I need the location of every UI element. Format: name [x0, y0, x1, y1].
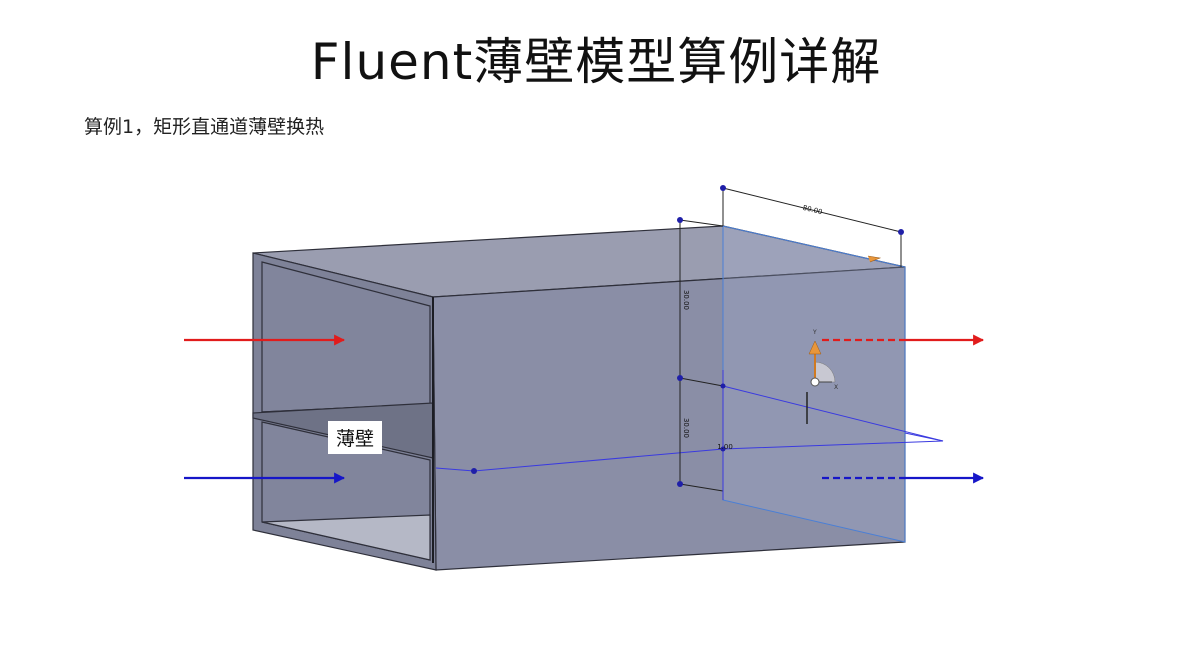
slide-title: Fluent薄壁模型算例详解 [310, 33, 882, 91]
flow-arrows [184, 334, 985, 484]
sketch-points [471, 185, 904, 487]
coordinate-triad: Y X [806, 255, 882, 424]
example-heading: 算例1，矩形直通道薄壁换热 [84, 116, 325, 138]
thin-wall-label: 薄壁 [328, 421, 383, 454]
axis-x-label: X [834, 384, 838, 391]
dimension-line-width [722, 187, 902, 233]
channel-lower-inner-floor [261, 514, 431, 561]
dimension-width-text: 80.00 [802, 204, 823, 217]
dimension-height-lower-text: 30.00 [682, 418, 690, 438]
dimension-thickness-text: 1.00 [717, 443, 733, 451]
axis-y-label: Y [812, 329, 817, 336]
dimension-height-upper-text: 30.00 [682, 290, 690, 310]
rectangular-channel [252, 225, 906, 571]
